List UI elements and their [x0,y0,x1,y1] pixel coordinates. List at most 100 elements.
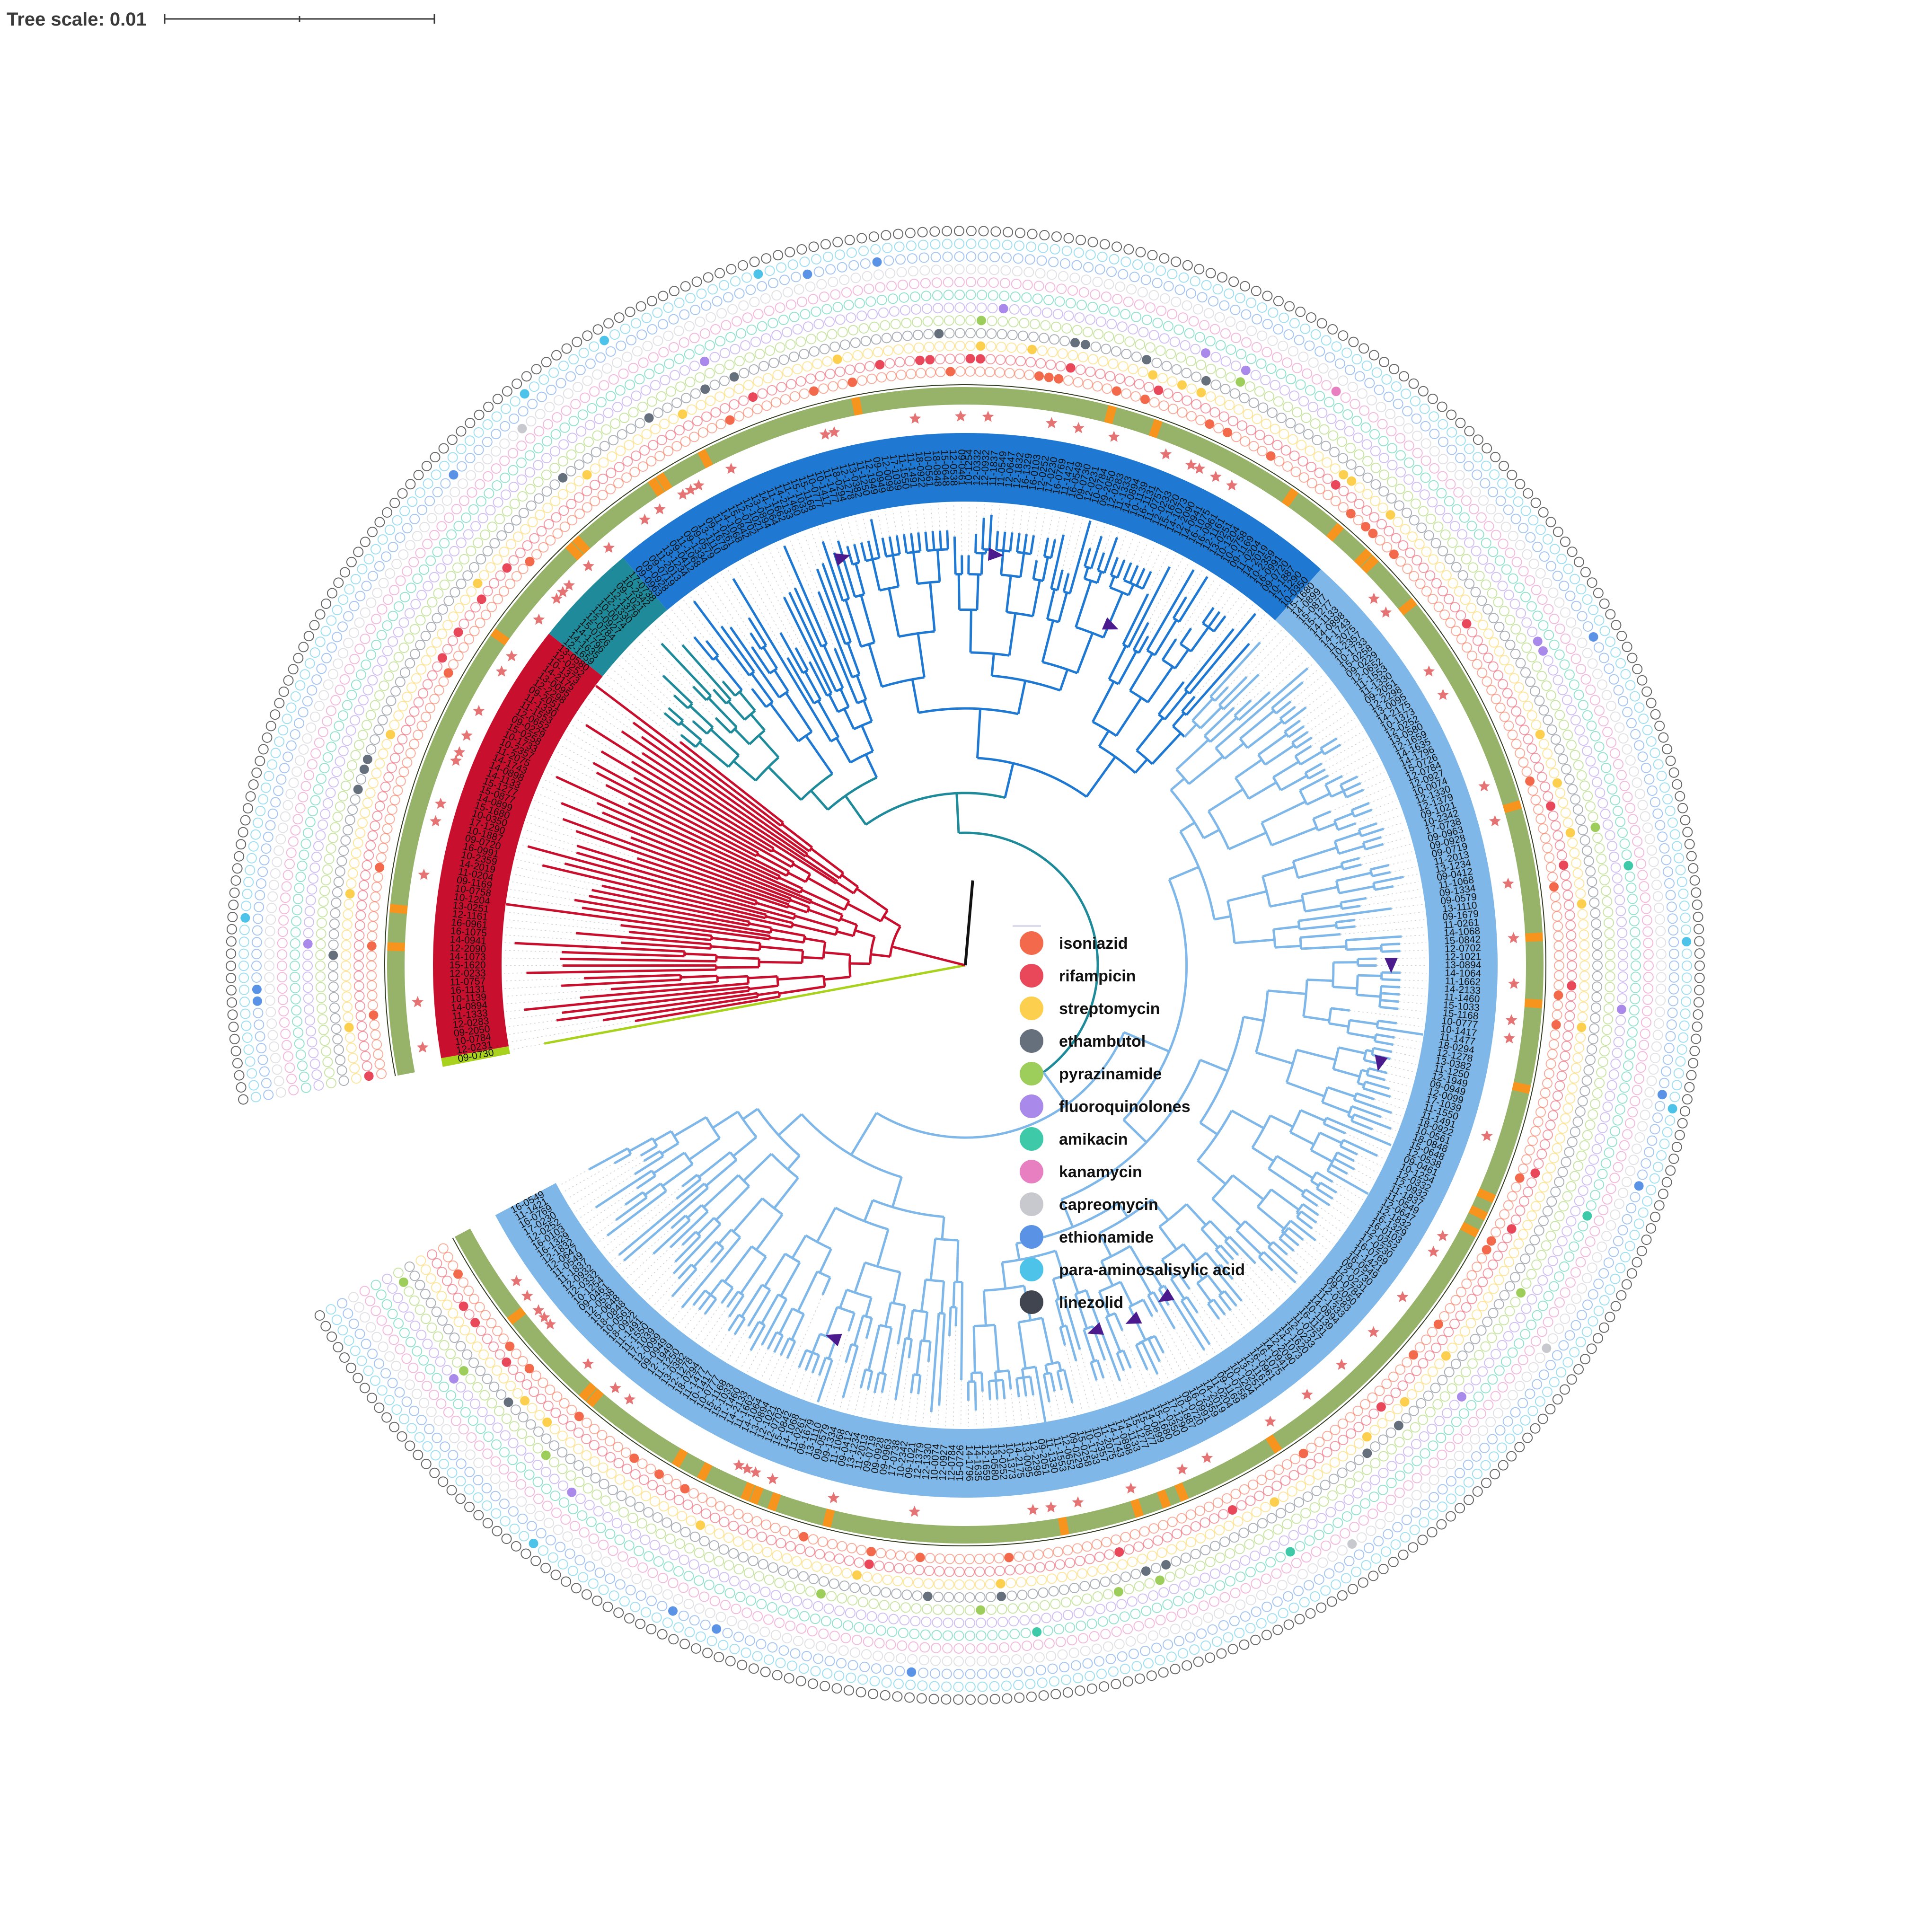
ring-dot [336,856,347,866]
ring-dot [1483,628,1494,639]
ring-dot [1205,1529,1216,1540]
ring-dot [1507,697,1517,708]
ring-dot [360,870,371,881]
ring-dot [747,1528,758,1539]
ring-dot [1387,476,1398,487]
ring-dot [1499,655,1510,666]
ring-dot [1476,595,1487,606]
ring-dot [1085,1553,1095,1564]
ring-dot [786,379,797,389]
ring-dot [891,1588,902,1599]
ring-dot [1550,1186,1561,1197]
ring-dot [995,354,1006,365]
ring-dot [934,341,945,352]
ring-dot [460,594,471,605]
ring-dot [799,349,810,360]
ring-dot [1545,1059,1556,1069]
ring-dot [541,486,552,497]
ring-dot [1592,981,1603,992]
ring-dot [1330,463,1341,474]
ring-dot [1575,814,1586,825]
ring-dot [1329,447,1340,458]
ring-dot [1492,1251,1503,1261]
ring-dot [1402,564,1413,574]
ring-dot [1191,399,1202,410]
ring-dot [605,484,616,494]
ring-dot [1015,1564,1025,1575]
ring-dot [1536,1149,1547,1159]
ring-dot [522,540,533,551]
ring-dot [1623,861,1633,871]
ring-dot [1006,342,1017,353]
ring-dot [1559,860,1569,870]
ring-dot [829,341,840,352]
ring-dot [1482,1316,1493,1327]
ring-dot [915,355,925,365]
ring-dot [801,1559,812,1570]
ring-dot [464,634,475,644]
ring-dot [328,950,338,960]
ring-dot [865,361,875,371]
ring-dot [1482,676,1492,687]
ring-dot [1495,702,1506,713]
ring-dot [1090,341,1101,352]
ring-dot [668,1606,678,1616]
ring-dot [482,546,493,556]
ring-dot [664,1490,675,1500]
ring-dot [374,801,385,812]
ring-dot [1080,340,1090,350]
ring-dot [380,781,391,792]
ring-dot [1137,1553,1148,1564]
ring-dot [828,381,838,392]
ring-dot [1338,485,1349,496]
ring-dot [825,369,836,379]
ring-dot [1361,505,1372,516]
ring-dot [1457,570,1468,581]
ring-dot [1524,1145,1535,1156]
ring-dot [1561,880,1572,891]
ring-dot [1522,1220,1533,1231]
ring-dot [1100,1576,1111,1587]
ring-dot [492,1365,502,1376]
ring-dot [849,1582,860,1593]
ring-dot [1026,1576,1037,1587]
ring-dot [1382,542,1393,553]
ring-dot [673,1495,684,1506]
ring-dot [1337,1467,1348,1478]
ring-dot [343,909,353,920]
ring-dot [362,754,372,764]
ring-dot [552,1391,563,1402]
ring-dot [1297,456,1308,467]
ring-dot [1050,321,1061,332]
ring-dot [1578,1001,1589,1012]
annotation-highlight [1524,998,1543,1009]
ring-dot [637,461,648,472]
ring-dot [985,354,996,365]
ring-dot [600,335,609,345]
ring-dot [1236,1500,1247,1511]
ring-dot [1564,1147,1575,1157]
ring-dot [630,1469,641,1480]
ring-dot [894,357,905,368]
ring-dot [549,1424,560,1435]
ring-dot [1456,610,1466,621]
ring-dot [492,554,503,565]
ring-dot [1233,1516,1244,1527]
ring-dot [1431,1342,1441,1353]
ring-dot [1362,1432,1372,1442]
ring-dot [1153,1535,1163,1546]
ring-dot [913,1578,924,1588]
ring-dot [1135,339,1146,350]
ring-dot [1542,1206,1553,1217]
ring-dot [1190,1521,1201,1532]
ring-dot [1519,1196,1529,1207]
ring-dot [566,1404,577,1415]
ring-dot [1108,358,1119,369]
ring-dot [1245,425,1256,436]
ring-dot [495,570,506,581]
ring-dot [1579,1085,1590,1096]
ring-dot [637,1458,648,1469]
ring-dot [527,517,538,528]
ring-dot [809,346,820,357]
ring-dot [785,339,796,350]
